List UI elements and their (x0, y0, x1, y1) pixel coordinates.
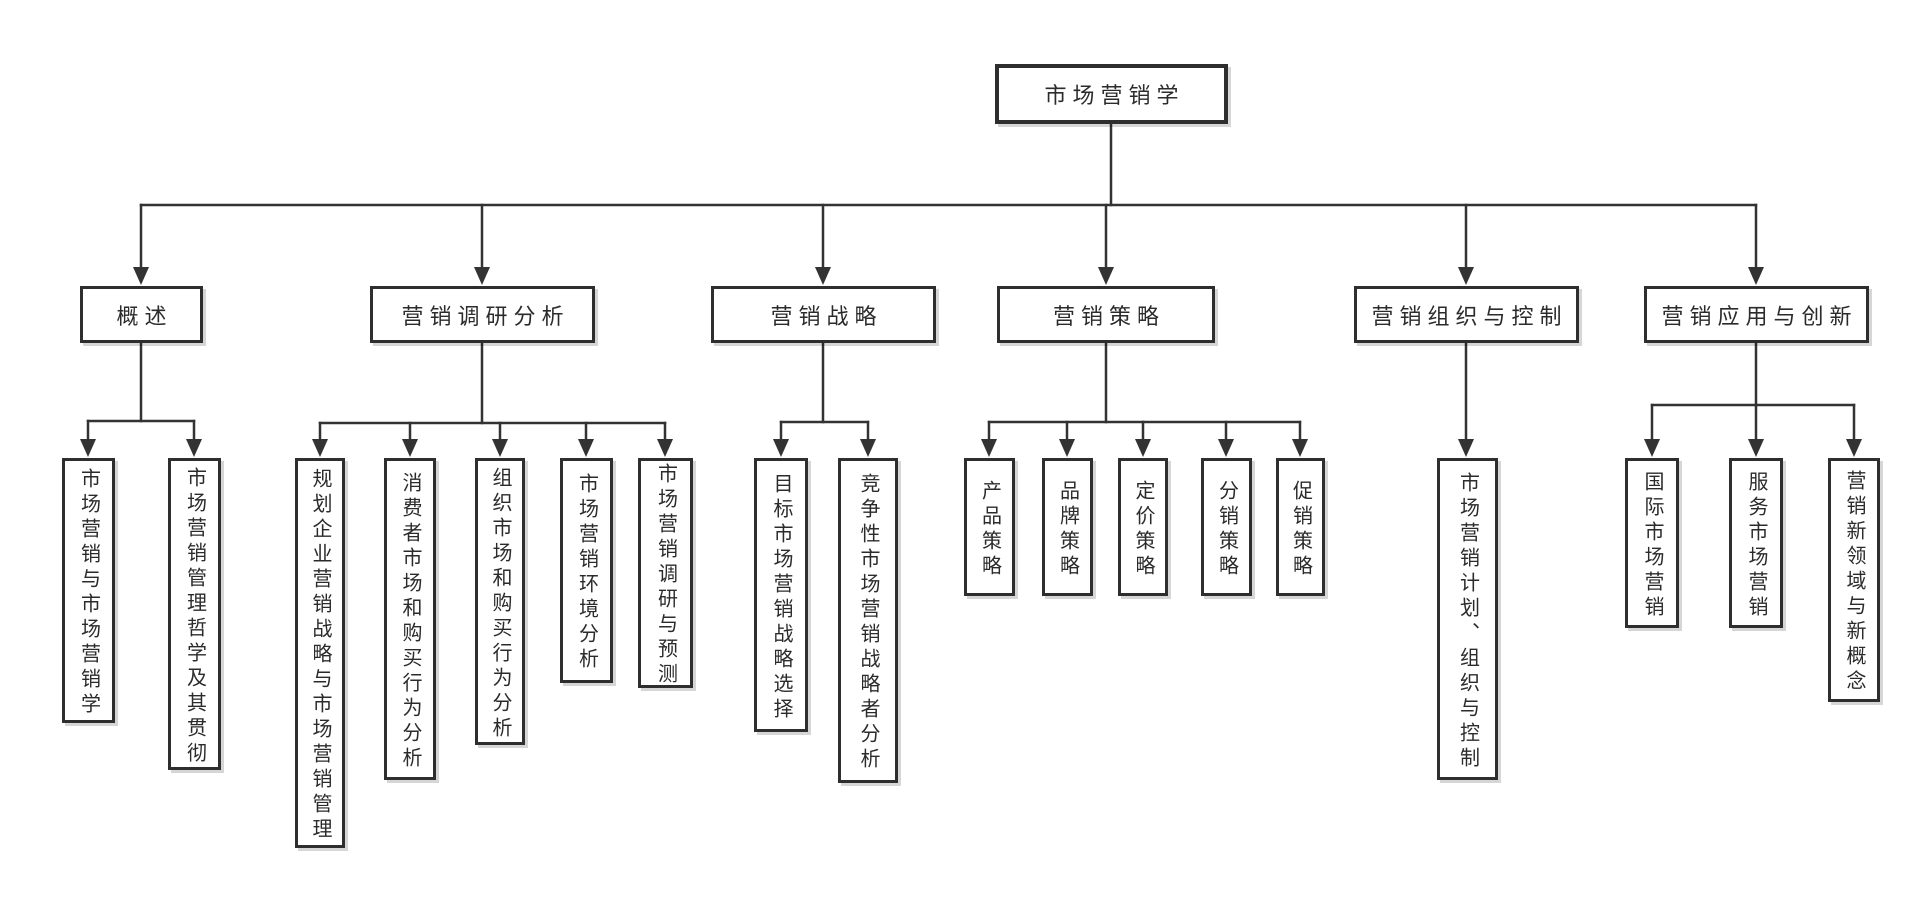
node-label: 服务市场营销 (1745, 470, 1767, 621)
leaf-node: 消费者市场和购买行为分析 (384, 458, 436, 780)
leaf-node: 品牌策略 (1042, 458, 1093, 596)
leaf-node: 竞争性市场营销战略者分析 (838, 458, 898, 783)
node-label: 产品策略 (978, 479, 1001, 580)
leaf-node: 促销策略 (1276, 458, 1325, 596)
node-label: 竞争性市场营销战略者分析 (857, 473, 879, 773)
node-label: 营销策略 (1052, 303, 1165, 329)
node-label: 市场营销与市场营销学 (77, 468, 100, 718)
leaf-node: 服务市场营销 (1729, 458, 1783, 628)
leaf-node: 分销策略 (1201, 458, 1252, 596)
branch-node-marketing-application-innovation: 营销应用与创新 (1644, 286, 1869, 343)
node-label: 市场营销环境分析 (575, 473, 598, 673)
node-label: 品牌策略 (1056, 479, 1079, 580)
leaf-node: 营销新领域与新概念 (1828, 458, 1880, 702)
node-label: 市场营销管理哲学及其贯彻 (183, 466, 206, 767)
node-label: 国际市场营销 (1641, 470, 1663, 621)
branch-node-overview: 概述 (80, 286, 203, 343)
leaf-node: 组织市场和购买行为分析 (475, 458, 525, 745)
branch-node-marketing-tactics: 营销策略 (997, 286, 1215, 343)
branch-node-marketing-strategy: 营销战略 (711, 286, 936, 343)
connector-strokes (86, 122, 1856, 444)
node-label: 目标市场营销战略选择 (770, 472, 792, 723)
node-label: 营销新领域与新概念 (1843, 470, 1865, 695)
node-label: 定价策略 (1132, 479, 1154, 580)
leaf-node: 市场营销计划、组织与控制 (1437, 458, 1498, 780)
node-label: 规划企业营销战略与市场营销管理 (309, 468, 331, 843)
root-node-marketing: 市场营销学 (995, 64, 1228, 124)
node-label: 营销应用与创新 (1661, 303, 1858, 329)
leaf-node: 目标市场营销战略选择 (754, 458, 808, 732)
leaf-node: 市场营销与市场营销学 (62, 458, 115, 723)
leaf-node: 定价策略 (1118, 458, 1168, 596)
node-label: 市场营销计划、组织与控制 (1456, 471, 1479, 772)
node-label: 促销策略 (1289, 479, 1312, 580)
node-label: 消费者市场和购买行为分析 (399, 471, 421, 772)
node-label: 市场营销学 (1044, 83, 1185, 108)
leaf-node: 国际市场营销 (1625, 458, 1679, 628)
node-label: 营销调研分析 (401, 303, 570, 329)
leaf-node: 市场营销环境分析 (560, 458, 613, 683)
arrowheads (80, 267, 1862, 457)
node-label: 营销战略 (770, 303, 883, 329)
branch-node-marketing-organization-control: 营销组织与控制 (1354, 286, 1579, 343)
node-label: 分销策略 (1215, 479, 1238, 580)
branch-node-marketing-research-analysis: 营销调研分析 (370, 286, 595, 343)
leaf-node: 产品策略 (964, 458, 1015, 596)
node-label: 概述 (116, 303, 173, 329)
node-label: 营销组织与控制 (1371, 303, 1568, 329)
node-label: 组织市场和购买行为分析 (489, 466, 511, 742)
leaf-node: 市场营销调研与预测 (638, 458, 693, 688)
node-label: 市场营销调研与预测 (654, 463, 677, 688)
leaf-node: 规划企业营销战略与市场营销管理 (295, 458, 345, 848)
leaf-node: 市场营销管理哲学及其贯彻 (168, 458, 221, 770)
